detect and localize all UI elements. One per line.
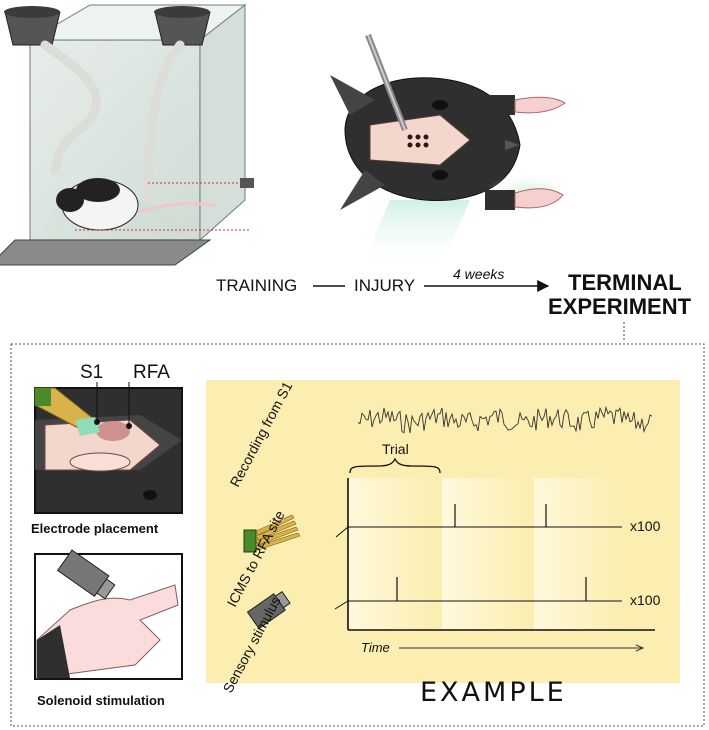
timeline-terminal-line1: TERMINAL <box>568 270 682 295</box>
example-panel: Recording from S1 Trial x100 x100 ICMS t… <box>206 379 680 708</box>
trial-label: Trial <box>382 441 409 457</box>
example-title: EXAMPLE <box>420 677 567 708</box>
s1-label: S1 <box>80 362 103 383</box>
solenoid-stimulation-panel: Solenoid stimulation <box>35 550 182 708</box>
sensory-repeat-label: x100 <box>630 592 661 608</box>
timeline-terminal-line2: EXPERIMENT <box>548 294 692 319</box>
solenoid-caption: Solenoid stimulation <box>37 693 165 708</box>
electrode-placement-panel: S1 RFA Electrode placement <box>31 362 182 536</box>
timeline-training: TRAINING <box>216 276 297 295</box>
trial-band-1 <box>348 478 440 630</box>
electrode-green-block <box>35 388 51 406</box>
injury-head-illustration <box>330 35 575 270</box>
trial-band-3 <box>534 478 624 630</box>
electrode-placement-caption: Electrode placement <box>31 521 159 536</box>
timeline-injury: INJURY <box>354 276 415 295</box>
time-label: Time <box>361 640 390 655</box>
trial-band-2 <box>442 478 532 630</box>
training-box-illustration <box>0 5 254 270</box>
timeline: TRAINING INJURY 4 weeks TERMINAL EXPERIM… <box>216 266 692 342</box>
timeline-interval: 4 weeks <box>453 266 504 282</box>
icms-repeat-label: x100 <box>630 518 661 534</box>
rfa-label: RFA <box>133 362 170 383</box>
